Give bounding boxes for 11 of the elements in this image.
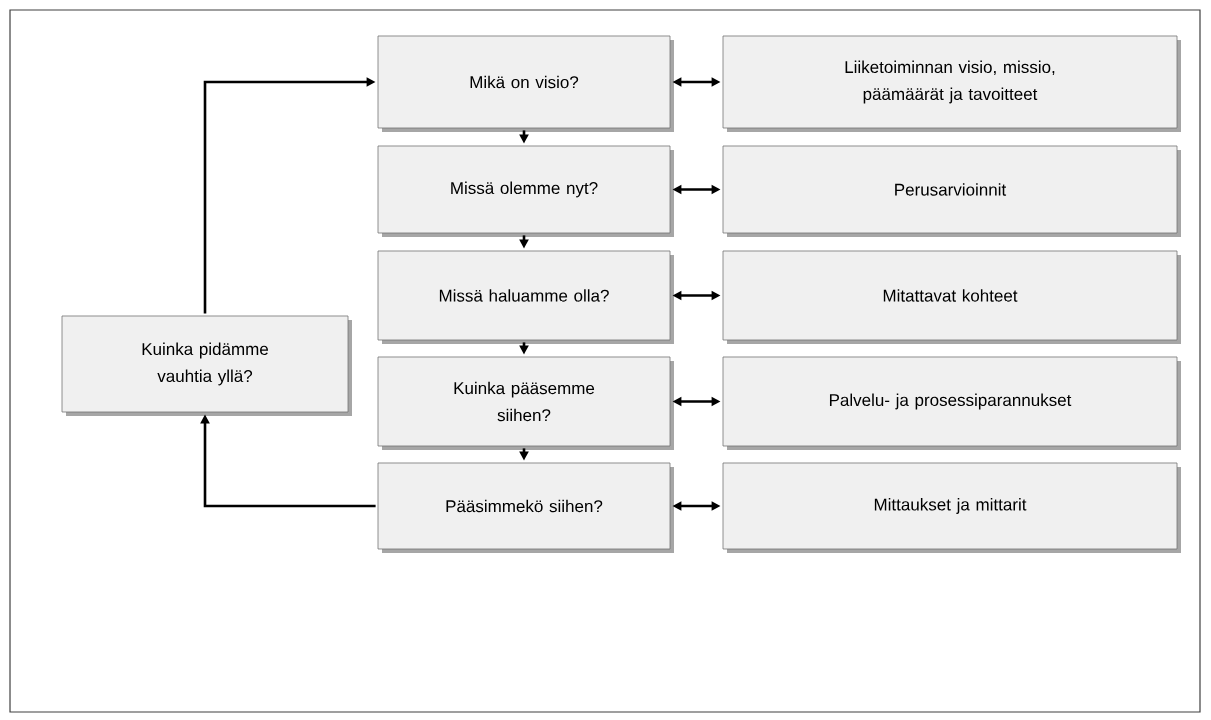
process-box: Mikä on visio? xyxy=(377,35,674,132)
description-box: Perusarvioinnit xyxy=(722,145,1181,237)
process-box: Missä olemme nyt? xyxy=(377,145,674,237)
description-box: Mitattavat kohteet xyxy=(722,250,1181,344)
description-box: Palvelu- ja prosessiparannukset xyxy=(722,356,1181,450)
process-box: Missä haluamme olla? xyxy=(377,250,674,344)
description-box: Mittaukset ja mittarit xyxy=(722,462,1181,553)
description-box: Liiketoiminnan visio, missio, päämäärät ja tavoitteet xyxy=(722,35,1181,132)
process-box: Pääsimmekö siihen? xyxy=(377,462,674,553)
process-box: Kuinka pääsemme siihen? xyxy=(377,356,674,450)
process-box: Kuinka pidämme vauhtia yllä? xyxy=(61,315,352,416)
